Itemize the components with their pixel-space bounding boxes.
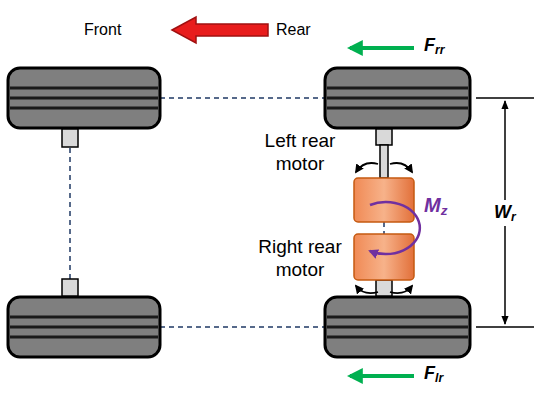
dimension-line (476, 98, 534, 327)
direction-label: Front (84, 20, 164, 39)
rotation-arrow (356, 163, 412, 293)
direction-label: Rear (276, 20, 336, 39)
yaw-moment-arrow (370, 202, 420, 254)
force-label: Flr (424, 363, 443, 386)
tire (8, 68, 470, 357)
chassis-line (70, 98, 384, 327)
motor-label: Left rear motor (250, 130, 350, 176)
force-arrow (350, 46, 414, 50)
direction-arrow (172, 17, 268, 43)
force-arrow (350, 374, 414, 378)
motor (354, 178, 414, 280)
force-label: Frr (424, 35, 445, 58)
dimension-label: Wr (491, 201, 519, 226)
axle-hub (62, 129, 78, 296)
motor-label: Right rear motor (250, 236, 350, 282)
moment-label: Mz (424, 193, 447, 220)
